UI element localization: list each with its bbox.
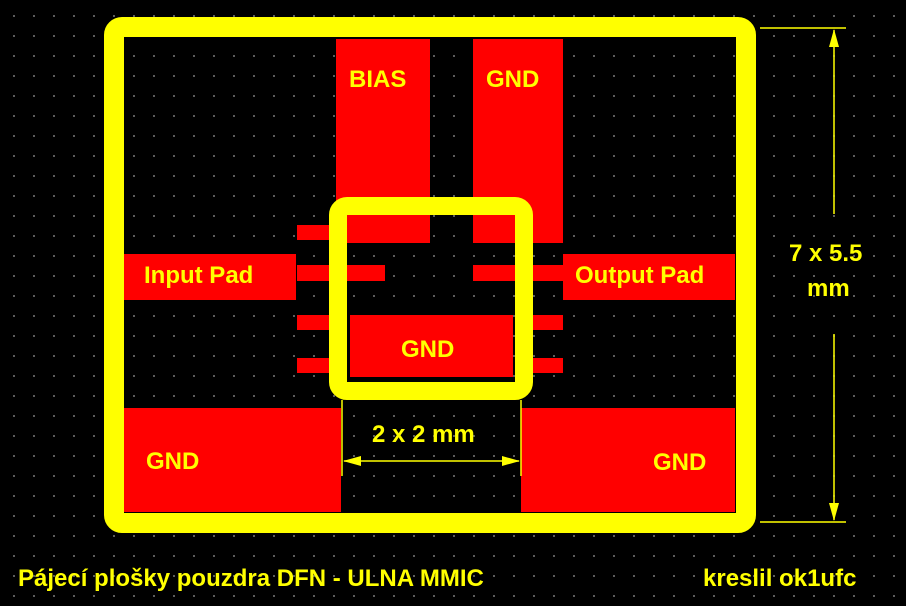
gnd-right-label: GND	[653, 449, 707, 476]
gnd-plane-right	[521, 408, 735, 512]
gnd-plane-left	[124, 408, 341, 512]
footer-author: kreslil ok1ufc	[703, 565, 857, 592]
bias-label: BIAS	[349, 66, 407, 93]
center-gnd-pad	[350, 315, 513, 377]
board-dim-arrow-bottom	[829, 503, 839, 521]
pin-left-3	[297, 315, 330, 330]
package-dim-arrow-right	[502, 456, 520, 466]
pin-left-4	[297, 358, 330, 373]
board-size-label-line2: mm	[807, 275, 850, 302]
input-pad	[124, 254, 296, 300]
board-dim-arrow-top	[829, 29, 839, 47]
pin-right-3	[529, 315, 563, 330]
package-outline	[329, 197, 533, 400]
footer-title: Pájecí plošky pouzdra DFN - ULNA MMIC	[18, 565, 484, 592]
pin-left-1	[297, 225, 330, 240]
gnd-left-label: GND	[146, 448, 200, 475]
package-size-label: 2 x 2 mm	[372, 421, 475, 448]
board-size-label-line1: 7 x 5.5	[789, 240, 863, 267]
board-outline	[104, 17, 756, 533]
pin-right-1	[529, 225, 563, 240]
input-pad-label: Input Pad	[144, 262, 254, 289]
gnd-center-label: GND	[401, 336, 455, 363]
package-dim-arrow-left	[343, 456, 361, 466]
gnd-top-label: GND	[486, 66, 540, 93]
output-pad-label: Output Pad	[575, 262, 705, 289]
output-pad	[563, 254, 735, 300]
pin-right-4	[529, 358, 563, 373]
